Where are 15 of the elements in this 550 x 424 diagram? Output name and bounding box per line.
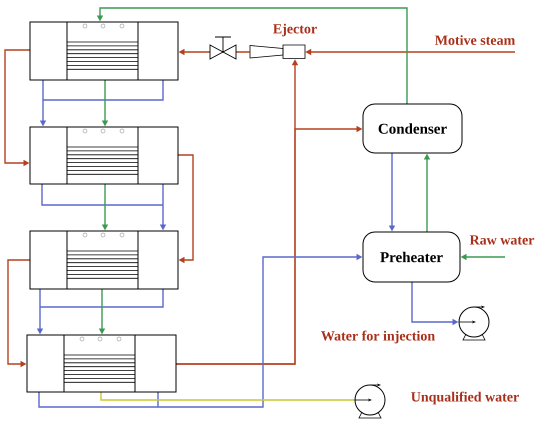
evaporator-drawing [30, 22, 178, 80]
stream-label: Unqualified water [411, 392, 519, 404]
process-box: Preheater [362, 232, 460, 282]
evaporator-drawing [26, 334, 176, 392]
ejector-label: Ejector [273, 24, 317, 36]
evaporator-drawing [30, 126, 178, 184]
process-box: Condenser [362, 104, 462, 154]
edge-label: Raw water [470, 235, 534, 245]
ejector-symbol [250, 44, 306, 59]
arrow [178, 154, 194, 264]
edge-label: Motive steam [435, 35, 515, 45]
pump-symbol [354, 383, 386, 418]
evaporator-drawing [30, 230, 178, 290]
pump-symbol [458, 305, 490, 340]
stream-label: Water for injection [321, 330, 435, 344]
